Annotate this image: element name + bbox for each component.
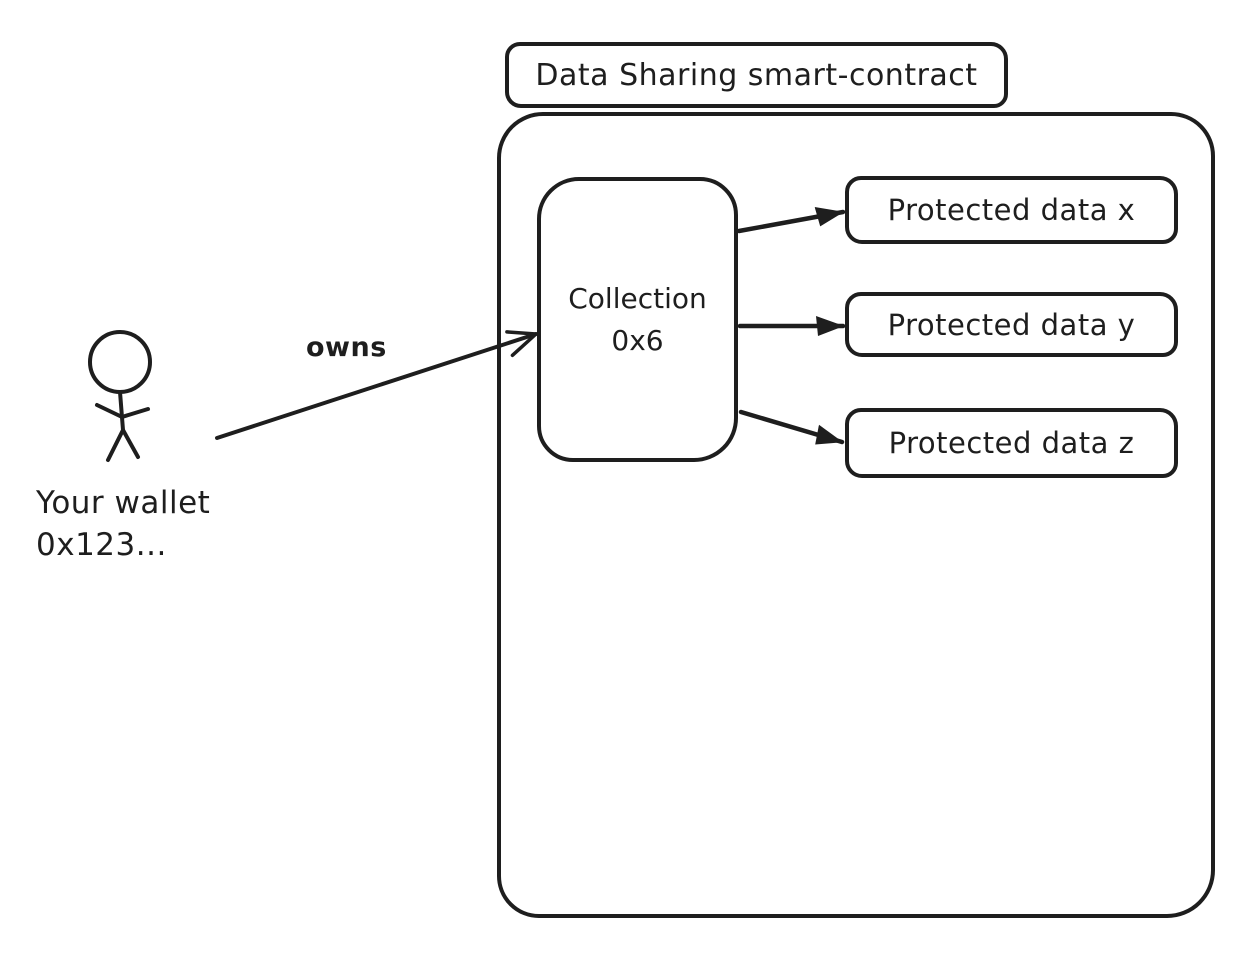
actor-arms bbox=[95, 403, 150, 419]
wallet-name: Your wallet bbox=[36, 485, 211, 521]
protected-data-z-node: Protected data z bbox=[845, 408, 1178, 478]
collection-node: Collection 0x6 bbox=[537, 177, 738, 462]
wallet-address: 0x123... bbox=[36, 526, 167, 563]
protected-data-y-label: Protected data y bbox=[887, 307, 1136, 342]
wallet-label: Your wallet 0x123... bbox=[36, 483, 210, 567]
wallet-actor-figure bbox=[88, 330, 152, 462]
contract-title-box: Data Sharing smart-contract bbox=[505, 42, 1008, 108]
actor-body bbox=[118, 390, 125, 432]
owns-arrow-label: owns bbox=[306, 332, 387, 363]
actor-legs bbox=[106, 428, 140, 462]
contract-title-label: Data Sharing smart-contract bbox=[535, 57, 978, 93]
protected-data-x-label: Protected data x bbox=[887, 193, 1136, 227]
collection-label: Collection 0x6 bbox=[568, 278, 707, 362]
collection-name: Collection bbox=[568, 281, 707, 315]
actor-head bbox=[88, 330, 152, 394]
protected-data-z-label: Protected data z bbox=[888, 426, 1135, 460]
protected-data-y-node: Protected data y bbox=[845, 292, 1178, 357]
protected-data-x-node: Protected data x bbox=[845, 176, 1178, 244]
collection-id: 0x6 bbox=[611, 323, 664, 357]
